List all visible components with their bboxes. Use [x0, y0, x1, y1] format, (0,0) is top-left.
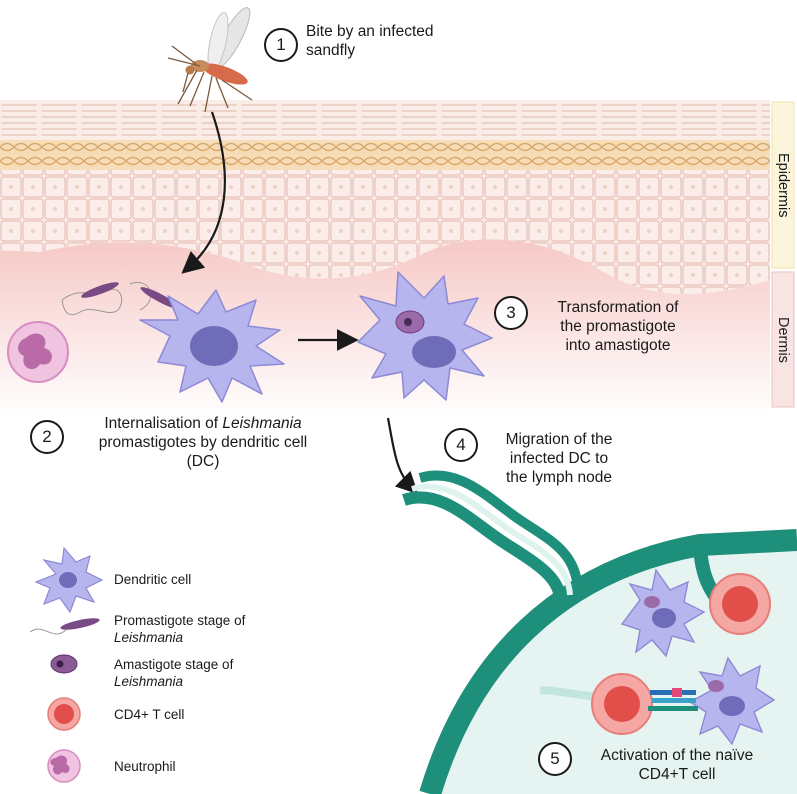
step-3-line2: the promastigote: [560, 318, 676, 335]
granular-layer: [0, 140, 770, 170]
receptor-interaction: [648, 688, 698, 711]
epidermis-label: Epidermis: [775, 152, 791, 218]
dendritic-cell-2: [357, 271, 493, 401]
step-2-line2: promastigotes by dendritic cell: [98, 434, 308, 451]
step-5-text: Activation of the naïve CD4+T cell: [578, 746, 776, 784]
step-2-line1: Internalisation of Leishmania: [68, 414, 338, 433]
migration-arrow: [386, 417, 419, 495]
amastigote-icon: [50, 654, 78, 674]
step-4-line1: Migration of the: [505, 431, 613, 448]
step-5-line2: CD4+T cell: [638, 766, 716, 783]
promastigote-icon: [29, 618, 100, 635]
step-4-line3: the lymph node: [506, 469, 612, 486]
dermis-label-panel: [771, 271, 795, 408]
step-1-line2: sandfly: [306, 42, 356, 59]
step-1-number: 1: [264, 28, 298, 62]
step-4-line2: infected DC to: [509, 450, 609, 467]
legend-promastigote: Promastigote stage of Leishmania: [114, 612, 245, 646]
step-4-text: Migration of the infected DC to the lymp…: [484, 430, 634, 487]
promastigotes-entry: [61, 281, 180, 316]
legend-neutrophil-line1: Neutrophil: [114, 759, 176, 774]
dendritic-cell-1: [139, 289, 285, 403]
legend-cd4-t-cell: CD4+ T cell: [114, 706, 184, 723]
step-5-number: 5: [538, 742, 572, 776]
legend-promastigote-line2: Leishmania: [114, 629, 245, 646]
legend-amastigote: Amastigote stage of Leishmania: [114, 656, 233, 690]
dermis-label: Dermis: [775, 317, 791, 363]
step-3-number: 3: [494, 296, 528, 330]
step-2-number: 2: [30, 420, 64, 454]
stratum-corneum: [0, 100, 770, 140]
tcell-node-2: [591, 673, 653, 735]
step-2-line1-italic: Leishmania: [222, 415, 302, 432]
legend-promastigote-line1: Promastigote stage of: [114, 613, 246, 628]
step-1-line1: Bite by an infected: [306, 23, 434, 40]
dendritic-cell-node-1: [620, 568, 706, 658]
legend-dendritic-cell: Dendritic cell: [114, 571, 191, 588]
step-3-line3: into amastigote: [565, 337, 671, 354]
legend-icons: [29, 546, 104, 783]
legend-cd4-t-cell-line1: CD4+ T cell: [114, 707, 185, 722]
step-3-text: Transformation of the promastigote into …: [534, 298, 702, 355]
legend-neutrophil: Neutrophil: [114, 758, 176, 775]
legend-amastigote-italic: Leishmania: [114, 674, 184, 689]
legend-amastigote-line2: Leishmania: [114, 673, 233, 690]
tcell-node-1: [709, 573, 771, 635]
step-2-line1-pre: Internalisation of: [104, 415, 223, 432]
legend-amastigote-line1: Amastigote stage of: [114, 657, 234, 672]
epidermis-cells: [0, 170, 770, 294]
epidermis-label-panel: [771, 101, 795, 269]
step-2-line3: (DC): [186, 453, 220, 470]
step-4-number: 4: [444, 428, 478, 462]
step-3-line1: Transformation of: [557, 299, 679, 316]
dendritic-cell-icon: [34, 546, 104, 614]
lymph-node: [402, 470, 797, 794]
neutrophil-dermis: [7, 321, 69, 383]
dendritic-cell-node-2: [688, 656, 776, 746]
step-2-text: Internalisation of Leishmania promastigo…: [68, 414, 338, 471]
neutrophil-icon: [47, 749, 81, 783]
legend-promastigote-italic: Leishmania: [114, 630, 184, 645]
legend-dendritic-cell-line1: Dendritic cell: [114, 572, 192, 587]
step-5-line1: Activation of the naïve: [600, 747, 754, 764]
cd4-t-cell-icon: [47, 697, 81, 731]
bite-arrow: [181, 111, 226, 274]
step-1-text: Bite by an infected sandfly: [306, 22, 434, 60]
sandfly-illustration: [167, 7, 253, 113]
